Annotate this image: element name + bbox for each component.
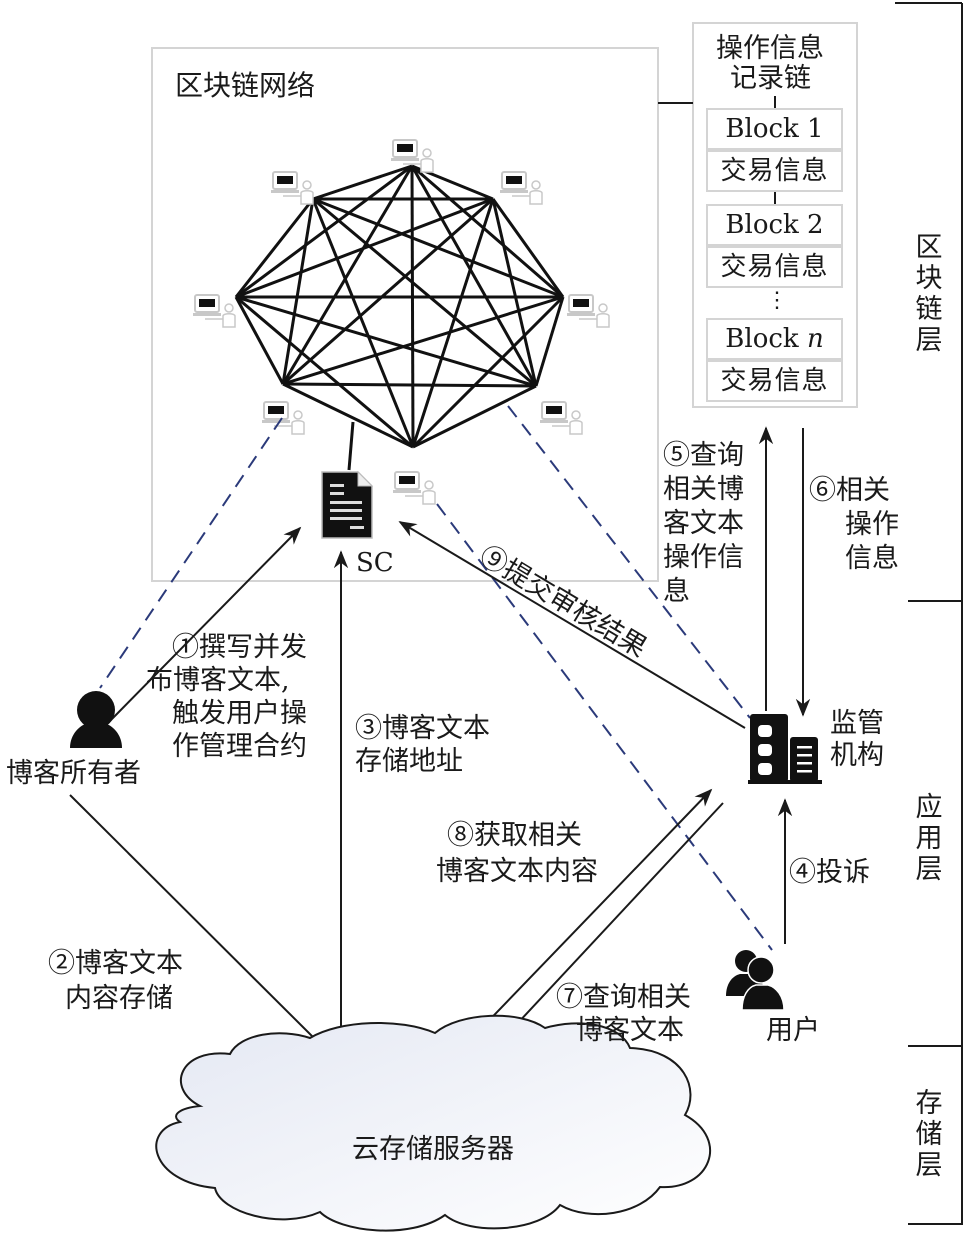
network-edge <box>234 198 315 298</box>
arrow-step1 <box>107 526 302 724</box>
network-mesh <box>234 164 565 449</box>
computer-user-icon <box>271 171 314 205</box>
step6-line3: 信息 <box>845 543 899 574</box>
block-2-header: Block 2 <box>706 204 843 246</box>
network-edge <box>235 295 537 388</box>
block-n-header: Block n <box>706 318 843 360</box>
computer-user-icon <box>262 401 305 435</box>
chain-ellipsis: ⋮ <box>766 288 788 313</box>
network-edge <box>235 197 494 299</box>
network-edge <box>312 197 564 299</box>
step3-line2: 存储地址 <box>355 746 463 777</box>
network-edge <box>412 384 537 449</box>
network-edge <box>235 164 413 299</box>
step2-line1: ②博客文本 <box>48 948 183 979</box>
step2-line2: 内容存储 <box>65 983 173 1014</box>
step4-label: ④投诉 <box>789 857 870 888</box>
network-edge <box>411 164 564 299</box>
contract-connector <box>347 421 355 471</box>
operation-chain-box <box>692 22 858 408</box>
network-edge <box>282 295 564 386</box>
layer-bracket <box>895 2 963 1225</box>
step3-line1: ③博客文本 <box>355 713 490 744</box>
network-edge <box>234 296 285 385</box>
network-edge <box>282 382 537 388</box>
chain-title-line2: 记录链 <box>730 63 811 94</box>
network-nodes <box>193 139 610 505</box>
arrow-step2 <box>69 794 328 1052</box>
computer-user-icon <box>393 471 436 505</box>
contract-label: SC <box>356 548 394 578</box>
network-edge <box>491 198 565 298</box>
network-edge <box>235 295 414 449</box>
step7-line1: ⑦查询相关 <box>556 982 691 1013</box>
group-icon <box>726 950 785 1011</box>
layer-blockchain-label: 区块链层 <box>915 232 943 356</box>
network-edge <box>282 382 414 449</box>
network-edge <box>491 198 538 387</box>
users-label: 用户 <box>766 1015 820 1046</box>
step7-line2: 博客文本 <box>576 1015 684 1046</box>
network-edge <box>534 296 565 387</box>
owner-node-dashed-link <box>99 417 283 689</box>
block-1-header: Block 1 <box>706 108 843 150</box>
computer-user-icon <box>391 139 434 173</box>
step6-line1: ⑥相关 <box>809 475 890 506</box>
cloud-icon <box>155 1014 712 1232</box>
step6-line2: 操作 <box>845 509 899 540</box>
chain-title-line1: 操作信息 <box>716 33 824 64</box>
step1-line1: ①撰写并发 <box>172 632 307 663</box>
regulator-label-line2: 机构 <box>830 740 884 771</box>
network-edge <box>410 165 415 448</box>
network-edge <box>281 165 414 385</box>
block-1-info: 交易信息 <box>706 150 843 192</box>
regulator-node-dashed-link <box>507 405 751 719</box>
network-edge <box>410 165 538 387</box>
step1-line4: 作管理合约 <box>172 731 307 762</box>
network-edge <box>282 197 494 386</box>
person-icon <box>70 691 122 748</box>
step8-line2: 博客文本内容 <box>436 856 598 887</box>
arrow-step9 <box>398 521 746 729</box>
blockchain-network-box <box>151 47 659 582</box>
layer-storage-label: 存储层 <box>915 1088 943 1181</box>
step1-line3: 触发用户操 <box>172 698 307 729</box>
block-n-prefix: Block <box>725 324 807 354</box>
network-edge <box>312 197 537 388</box>
block-n-var: n <box>806 324 824 354</box>
network-edge <box>312 164 413 201</box>
network-title: 区块链网络 <box>175 69 316 102</box>
computer-user-icon <box>193 294 236 328</box>
step5-line4: 操作信 <box>663 542 744 573</box>
computer-user-icon <box>500 171 543 205</box>
arrow-step7 <box>500 802 724 1042</box>
step5-line3: 客文本 <box>663 508 744 539</box>
block-n-info: 交易信息 <box>706 360 843 402</box>
network-edge <box>281 198 315 385</box>
building-icon <box>748 714 822 784</box>
document-icon <box>321 470 374 539</box>
layer-application-label: 应用层 <box>915 792 943 885</box>
step5-line5: 息 <box>663 576 690 607</box>
step5-line2: 相关博 <box>663 474 744 505</box>
owner-label: 博客所有者 <box>6 758 141 789</box>
step5-line1: ⑤查询 <box>663 440 744 471</box>
cloud-label: 云存储服务器 <box>352 1134 514 1165</box>
block-2-info: 交易信息 <box>706 246 843 288</box>
network-edge <box>311 198 415 448</box>
computer-user-icon <box>540 401 583 435</box>
computer-user-icon <box>567 294 610 328</box>
network-edge <box>411 198 495 448</box>
step8-line1: ⑧获取相关 <box>447 820 582 851</box>
regulator-label-line1: 监管 <box>830 708 884 739</box>
step1-line2: 布博客文本, <box>146 665 290 696</box>
